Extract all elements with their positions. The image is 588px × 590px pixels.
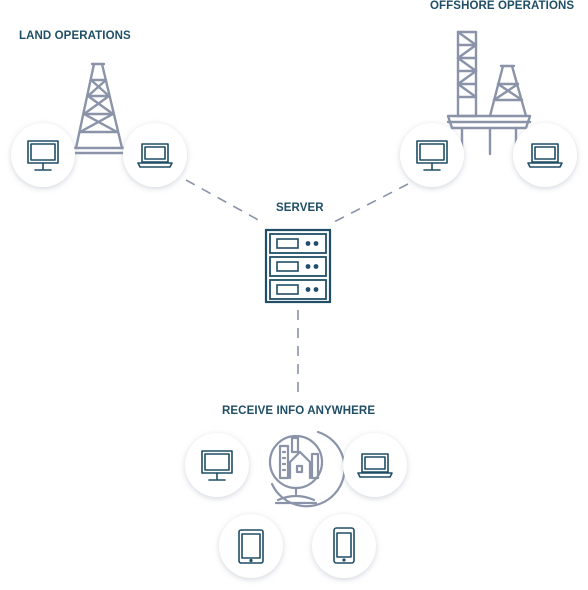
offshore-desktop-device — [400, 123, 464, 187]
anywhere-desktop-device — [185, 433, 249, 497]
tablet-icon — [238, 529, 264, 564]
receive-info-anywhere-label: RECEIVE INFO ANYWHERE — [222, 405, 376, 417]
globe-city-icon — [268, 430, 346, 508]
desktop-monitor-icon — [416, 140, 448, 171]
connector-land-server — [185, 179, 263, 223]
offshore-operations-label: OFFSHORE OPERATIONS — [430, 0, 575, 12]
anywhere-smartphone-device — [312, 514, 376, 578]
anywhere-laptop-device — [343, 433, 407, 497]
laptop-icon — [357, 453, 393, 478]
land-desktop-device — [11, 123, 75, 187]
land-rig-icon — [68, 62, 130, 155]
laptop-icon — [137, 143, 173, 168]
laptop-icon — [527, 143, 563, 168]
offshore-rig-icon — [446, 30, 532, 156]
smartphone-icon — [333, 527, 355, 564]
server-icon — [264, 228, 332, 304]
land-operations-label: LAND OPERATIONS — [19, 30, 131, 42]
desktop-monitor-icon — [27, 140, 59, 171]
desktop-monitor-icon — [201, 450, 233, 481]
connector-offshore-server — [333, 183, 409, 223]
server-label: SERVER — [276, 202, 324, 214]
anywhere-tablet-device — [219, 514, 283, 578]
land-laptop-device — [123, 123, 187, 187]
offshore-laptop-device — [513, 123, 577, 187]
